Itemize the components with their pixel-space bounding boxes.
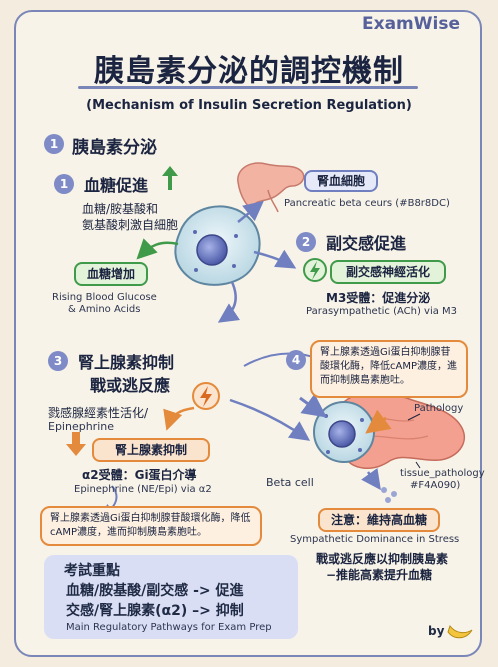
step-heading: 戰或逃反應 (90, 376, 171, 395)
up-arrow-icon (162, 166, 178, 190)
step-description: 氨基酸刺激自細胞 (82, 218, 179, 232)
beta-cell-label: Beta cell (266, 476, 314, 489)
banana-icon (447, 624, 473, 639)
warning-pill: 注意：維持高血糖 (318, 508, 440, 532)
glucose-pill: 血糖增加 (74, 262, 148, 286)
down-arrow-icon (66, 432, 86, 456)
exam-point: 血糖/胺基酸/副交感 -> 促進 (66, 583, 244, 599)
pathology-label: Pathology (414, 403, 464, 414)
tissue-label: #F4A090) (410, 480, 461, 491)
tissue-label: tissue_pathology (400, 468, 485, 479)
step-heading: 副交感促進 (326, 234, 407, 253)
step-description: 戮感腺經素性活化/ (48, 406, 149, 420)
page-subtitle: (Mechanism of Insulin Secretion Regulati… (86, 98, 412, 113)
step-number: 4 (286, 350, 306, 370)
receptor-label: α2受體：Gi蛋白介導 (82, 468, 197, 482)
section-number: 1 (44, 134, 64, 154)
note-box: 腎上腺素透過Gi蛋白抑制腺苷酸環化酶，降低cAMP濃度，進而抑制胰島素胞吐。 (310, 340, 468, 398)
english-caption: Rising Blood Glucose (52, 292, 157, 303)
exam-title: 考試重點 (64, 563, 120, 579)
title-underline (78, 86, 418, 89)
english-caption: Epinephrine (NE/Epi) via α2 (74, 484, 212, 495)
adrenaline-pill: 腎上腺素抑制 (92, 438, 210, 462)
english-caption: Sympathetic Dominance in Stress (290, 534, 460, 545)
brand-logo: ExamWise (362, 14, 460, 34)
beta-cell-illustration (174, 205, 261, 286)
note-box: 腎上腺素透過Gi蛋白抑制腺苷酸環化酶，降低cAMP濃度，進而抑制胰島素胞吐。 (40, 506, 262, 546)
paper-card (14, 10, 482, 657)
page-title: 胰島素分泌的調控機制 (94, 54, 404, 89)
english-caption: Parasympathetic (ACh) via M3 (306, 306, 458, 317)
summary-text: −推能高素提升血糖 (326, 568, 433, 582)
section-heading: 胰島素分泌 (72, 138, 157, 158)
adrenaline-lightning-icon (192, 382, 220, 410)
signature: by (428, 624, 445, 638)
english-caption: Main Regulatory Pathways for Exam Prep (66, 622, 272, 633)
step-number: 3 (48, 351, 68, 371)
step-number: 2 (296, 232, 316, 252)
step-number: 1 (54, 174, 74, 194)
parasympathetic-pill: 副交感神經活化 (330, 260, 446, 284)
english-caption: Epinephrine (48, 420, 114, 433)
step-heading: 腎上腺素抑制 (78, 353, 175, 372)
exam-box (44, 555, 298, 639)
receptor-label: M3受體：促進分泌 (326, 291, 431, 305)
step-heading: 血糖促進 (84, 176, 149, 195)
beta-cell-pill: 腎血細胞 (304, 170, 378, 192)
english-caption: & Amino Acids (68, 304, 141, 315)
exam-point: 交感/腎上腺素(α2) –> 抑制 (66, 603, 244, 619)
english-caption: Pancreatic beta ceurs (#B8r8DC) (284, 198, 450, 209)
pathology-illustration (299, 392, 465, 503)
parasympathetic-lightning-icon (303, 258, 327, 282)
summary-text: 戰或逃反應以抑制胰島素 (316, 552, 449, 566)
step-description: 血糖/胺基酸和 (82, 202, 159, 216)
